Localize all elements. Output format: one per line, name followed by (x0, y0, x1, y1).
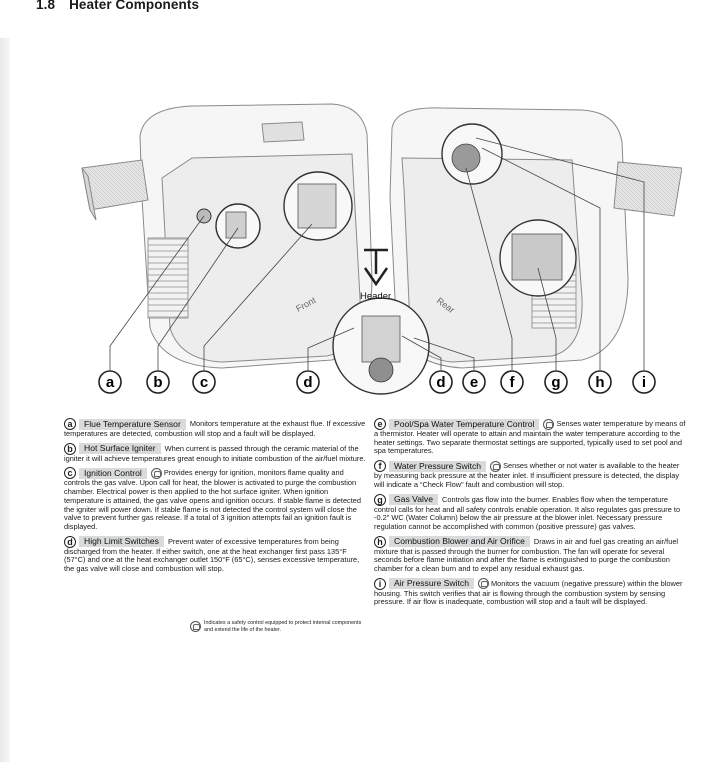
callout-c: c (192, 370, 216, 394)
page-margin-shade (0, 38, 10, 762)
svg-text:e: e (470, 374, 478, 391)
component-description: Controls gas flow into the burner. Enabl… (374, 494, 681, 531)
callout-a: a (98, 370, 122, 394)
svg-text:c: c (200, 374, 208, 391)
header-label: Header (360, 291, 391, 302)
detail-circles (196, 123, 577, 395)
section-title: Heater Components (69, 0, 200, 12)
svg-text:d: d (303, 374, 312, 391)
component-name: Hot Surface Igniter (79, 443, 161, 455)
section-number: 1.8 (36, 0, 56, 12)
callout-e: e (462, 370, 486, 394)
callout-f: f (500, 370, 524, 394)
component-name: Gas Valve (389, 494, 439, 506)
callout-letters: a b c d d e f g h i (98, 370, 656, 394)
section-heading: 1.8 Heater Components (36, 0, 199, 12)
safety-footnote: Indicates a safety control equipped to p… (190, 620, 370, 633)
safety-control-icon (190, 621, 201, 632)
component-name: Pool/Spa Water Temperature Control (389, 418, 540, 430)
component-description: Senses water temperature by means of a t… (374, 418, 686, 456)
leader-lines (109, 137, 645, 370)
callout-d-front: d (296, 370, 320, 394)
header-arrow (363, 248, 389, 287)
heater-diagram: Front Rear Header (81, 103, 682, 395)
component-description: Monitors the vacuum (negative pressure) … (374, 578, 683, 607)
callout-d-header: d (429, 370, 453, 394)
callout-b: b (146, 370, 170, 394)
component-name: High Limit Switches (79, 536, 164, 548)
component-name: Air Pressure Switch (389, 578, 474, 590)
callout-h: h (588, 370, 612, 394)
front-heater-illustration (81, 103, 373, 369)
component-name: Combustion Blower and Air Orifice (389, 536, 530, 548)
safety-note-text: Indicates a safety control equipped to p… (204, 620, 362, 633)
component-description: Prevent water of excessive temperatures … (64, 536, 360, 574)
safety-control-icon (477, 578, 489, 590)
callout-g: g (544, 370, 568, 394)
component-name: Water Pressure Switch (389, 460, 487, 472)
svg-text:d: d (436, 374, 445, 391)
safety-control-icon (490, 460, 502, 472)
component-description: Draws in air and fuel gas creating an ai… (374, 536, 679, 574)
safety-control-icon (150, 467, 162, 479)
component-description: When current is passed through the ceram… (64, 443, 366, 463)
component-name: Flue Temperature Sensor (79, 418, 186, 430)
callout-i: i (632, 370, 656, 394)
svg-text:g: g (551, 374, 560, 391)
svg-text:i: i (642, 374, 646, 391)
component-description: Senses whether or not water is available… (374, 461, 680, 489)
component-description: Monitors temperature at the exhaust flue… (64, 418, 366, 438)
svg-text:b: b (153, 374, 162, 391)
safety-control-icon (543, 418, 555, 430)
svg-text:h: h (595, 374, 604, 391)
component-name: Ignition Control (79, 467, 147, 479)
svg-text:f: f (510, 374, 516, 391)
component-description: Provides energy for ignition, monitors f… (64, 468, 362, 531)
svg-text:a: a (106, 374, 115, 391)
